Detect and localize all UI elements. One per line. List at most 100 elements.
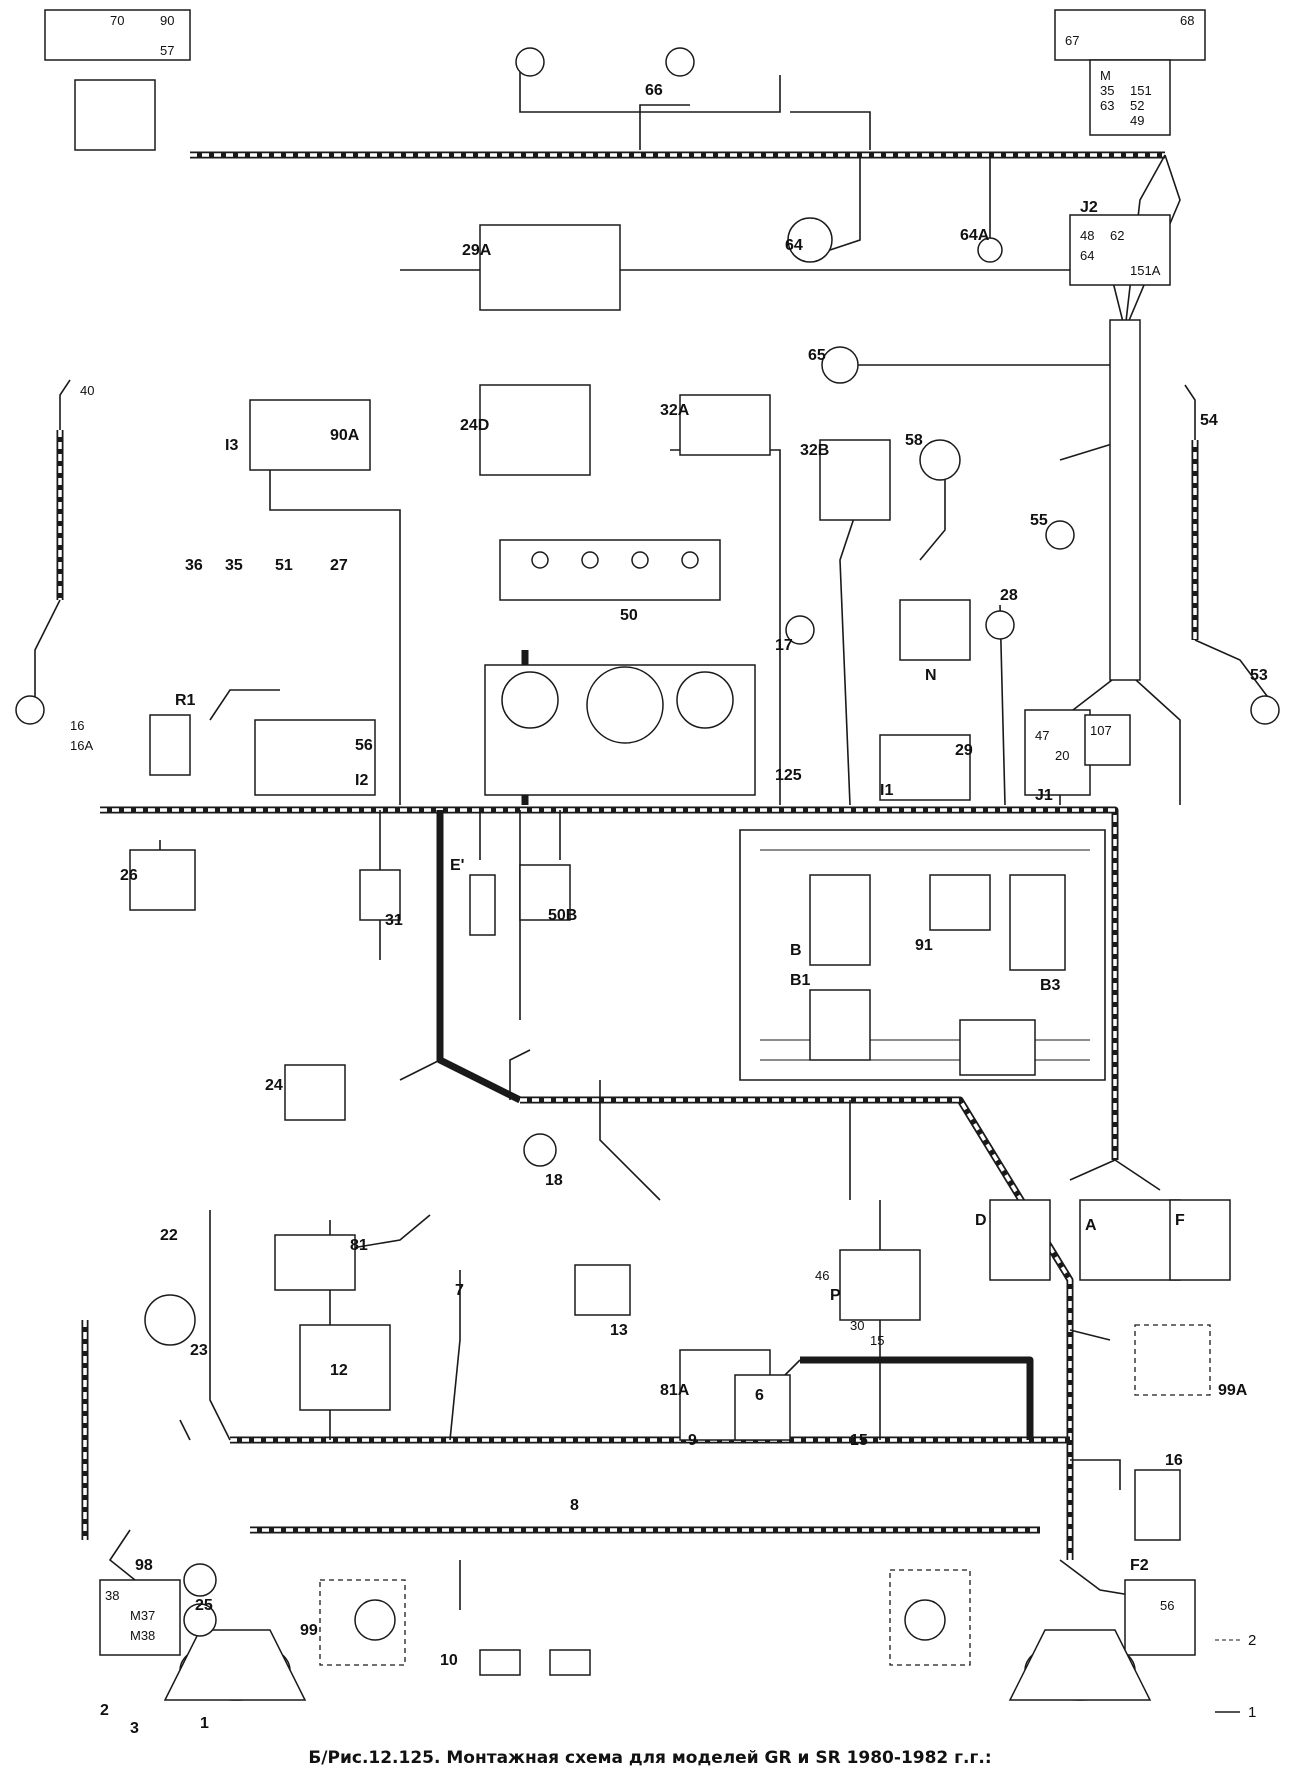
conn-90: 90: [160, 13, 174, 28]
label-f: F: [1175, 1212, 1185, 1229]
label-10: 10: [440, 1652, 458, 1669]
conn-m: M: [1100, 68, 1111, 83]
component-boxes: [44, 9, 1231, 1701]
label-b: B: [790, 942, 802, 959]
label-99: 99: [300, 1622, 318, 1639]
label-12: 12: [330, 1362, 348, 1379]
label-91: 91: [915, 937, 933, 954]
legend-harness-number: 2: [1248, 1632, 1256, 1649]
label-50b: 50B: [548, 907, 577, 924]
label-25: 25: [195, 1597, 213, 1614]
label-15: 15: [850, 1432, 868, 1449]
label-125: 125: [775, 767, 802, 784]
conn-63: 63: [1100, 98, 1114, 113]
conn-35: 35: [1100, 83, 1114, 98]
label-26: 26: [120, 867, 138, 884]
conn-49: 49: [1130, 113, 1144, 128]
label-98: 98: [135, 1557, 153, 1574]
label-p: P: [830, 1287, 841, 1304]
label-a: A: [1085, 1217, 1097, 1234]
label-3: 3: [130, 1720, 139, 1737]
label-99a: 99A: [1218, 1382, 1248, 1399]
label-29: 29: [955, 742, 973, 759]
label-d: D: [975, 1212, 987, 1229]
conn-15: 15: [870, 1333, 884, 1348]
label-r1: R1: [175, 692, 196, 709]
label-18: 18: [545, 1172, 563, 1189]
conn-57: 57: [160, 43, 174, 58]
label-56: 56: [355, 737, 373, 754]
label-n: N: [925, 667, 937, 684]
label-31: 31: [385, 912, 403, 929]
conn-151: 151: [1130, 83, 1152, 98]
conn-46: 46: [815, 1268, 829, 1283]
label-64a: 64A: [960, 227, 990, 244]
main-harness: [56, 151, 1199, 1560]
component-labels: 66 29A 64 64A 65 24D 32A 32B 58 90A I3 5…: [100, 82, 1268, 1737]
label-9: 9: [688, 1432, 697, 1449]
conn-64: 64: [1080, 248, 1094, 263]
label-7: 7: [455, 1282, 464, 1299]
label-24d: 24D: [460, 417, 489, 434]
label-81: 81: [350, 1237, 368, 1254]
conn-62: 62: [1110, 228, 1124, 243]
label-51: 51: [275, 557, 293, 574]
label-j1: J1: [1035, 787, 1053, 804]
label-24: 24: [265, 1077, 283, 1094]
legend-wire-number: 1: [1248, 1704, 1256, 1721]
conn-16: 16: [70, 718, 84, 733]
label-54: 54: [1200, 412, 1218, 429]
label-17: 17: [775, 637, 793, 654]
label-8: 8: [570, 1497, 579, 1514]
label-22: 22: [160, 1227, 178, 1244]
conn-52: 52: [1130, 98, 1144, 113]
conn-38: 38: [105, 1588, 119, 1603]
figure-caption: Б/Рис.12.125. Монтажная схема для моделе…: [308, 1748, 992, 1768]
label-65: 65: [808, 347, 826, 364]
label-32a: 32A: [660, 402, 690, 419]
label-32b: 32B: [800, 442, 829, 459]
label-27: 27: [330, 557, 348, 574]
label-1: 1: [200, 1715, 209, 1732]
label-66: 66: [645, 82, 663, 99]
label-i3: I3: [225, 437, 238, 454]
conn-70: 70: [110, 13, 124, 28]
label-35: 35: [225, 557, 243, 574]
label-b1: B1: [790, 972, 811, 989]
conn-48: 48: [1080, 228, 1094, 243]
label-13: 13: [610, 1322, 628, 1339]
label-28: 28: [1000, 587, 1018, 604]
label-36: 36: [185, 557, 203, 574]
label-58: 58: [905, 432, 923, 449]
label-50: 50: [620, 607, 638, 624]
conn-40: 40: [80, 383, 94, 398]
connector-labels: 57 70 90 67 68 M 35 63 151 52 49 48 62 6…: [70, 13, 1194, 1643]
conn-m38: M38: [130, 1628, 155, 1643]
wires: [34, 70, 1271, 1610]
label-29a: 29A: [462, 242, 492, 259]
conn-30: 30: [850, 1318, 864, 1333]
conn-151a: 151A: [1130, 263, 1161, 278]
legend: 1 2: [1215, 1632, 1256, 1721]
label-81a: 81A: [660, 1382, 690, 1399]
gauges: [15, 47, 1280, 1641]
label-e-prime: E': [450, 857, 464, 874]
label-b3: B3: [1040, 977, 1061, 994]
label-j2: J2: [1080, 199, 1098, 216]
conn-16a: 16A: [70, 738, 93, 753]
label-23: 23: [190, 1342, 208, 1359]
label-i1: I1: [880, 782, 893, 799]
conn-m37: M37: [130, 1608, 155, 1623]
label-2: 2: [100, 1702, 109, 1719]
conn-56: 56: [1160, 1598, 1174, 1613]
wiring-diagram: 66 29A 64 64A 65 24D 32A 32B 58 90A I3 5…: [15, 9, 1280, 1737]
conn-67: 67: [1065, 33, 1079, 48]
conn-47: 47: [1035, 728, 1049, 743]
label-55: 55: [1030, 512, 1048, 529]
label-16: 16: [1165, 1452, 1183, 1469]
label-64: 64: [785, 237, 803, 254]
conn-107: 107: [1090, 723, 1112, 738]
label-53: 53: [1250, 667, 1268, 684]
conn-20: 20: [1055, 748, 1069, 763]
label-90a: 90A: [330, 427, 360, 444]
